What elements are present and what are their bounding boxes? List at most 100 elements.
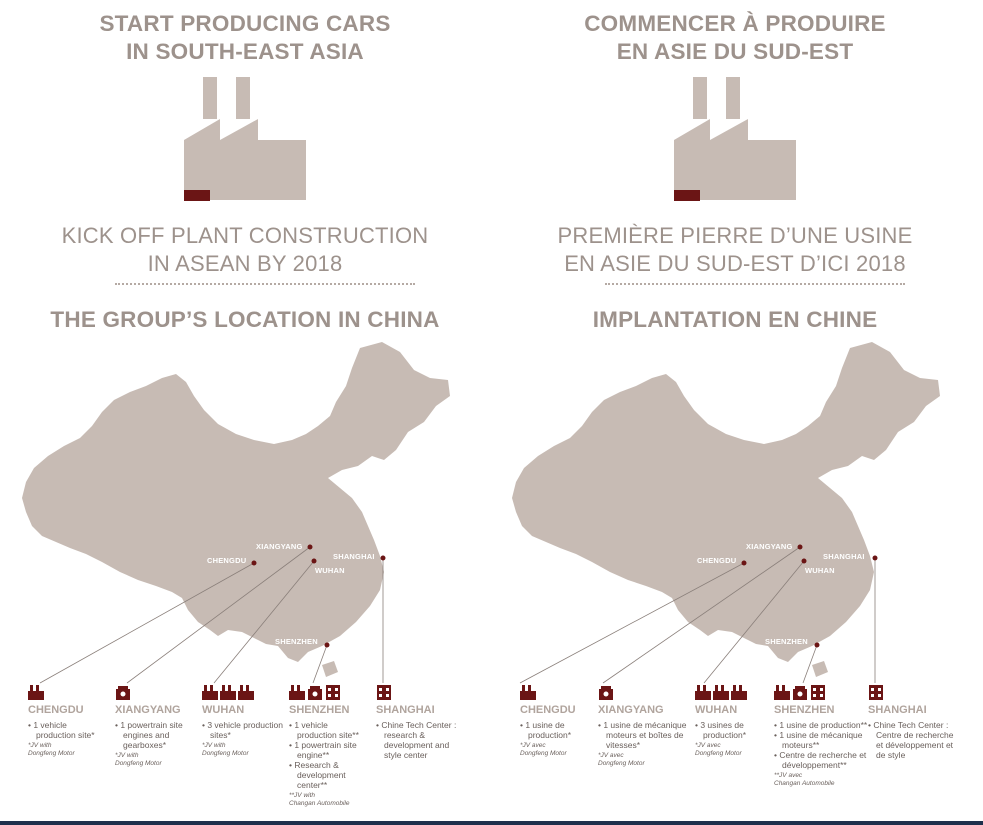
city-name: CHENGDU <box>28 704 84 716</box>
subheadline-line-1: PREMIÈRE PIERRE D’UNE USINE <box>557 223 913 248</box>
engine-icon <box>115 683 197 700</box>
dotted-divider <box>115 283 415 285</box>
city-column-shenzhen: SHENZHEN • 1 usine de production** • 1 u… <box>774 683 868 788</box>
city-column-chengdu: CHENGDU • 1 usine de production* *JV ave… <box>520 683 596 758</box>
bullet: • Centre de recherche et développement** <box>774 750 867 770</box>
headline-line-1: START PRODUCING CARS <box>99 11 391 36</box>
engine-icon <box>598 683 692 700</box>
city-column-wuhan: WUHAN • 3 vehicle production sites* *JV … <box>202 683 284 758</box>
china-map <box>22 342 450 677</box>
french-panel: COMMENCER À PRODUIRE EN ASIE DU SUD-EST … <box>490 0 980 825</box>
city-name: SHENZHEN <box>289 704 350 716</box>
bullet: • 1 usine de production** <box>774 720 868 730</box>
map-label-chengdu: CHENGDU <box>697 556 737 565</box>
city-name: SHENZHEN <box>774 704 835 716</box>
map-connector-lines <box>519 544 878 684</box>
subheadline-line-2: IN ASEAN BY 2018 <box>147 251 343 276</box>
bullet: • 1 usine de mécanique moteurs et boîtes… <box>598 720 687 750</box>
english-panel: START PRODUCING CARS IN SOUTH-EAST ASIA … <box>0 0 490 825</box>
city-name: SHANGHAI <box>868 704 927 716</box>
shenzhen-marker <box>324 642 330 648</box>
china-map <box>512 342 940 677</box>
city-column-xiangyang: XIANGYANG • 1 usine de mécanique moteurs… <box>598 683 692 768</box>
subheadline-line-1: KICK OFF PLANT CONSTRUCTION <box>61 223 429 248</box>
shanghai-marker <box>872 555 878 561</box>
chengdu-marker <box>741 560 747 566</box>
city-description: • 1 vehicle production site* <box>28 720 108 740</box>
bullet: • 3 usines de production* <box>695 720 747 740</box>
subheadline: KICK OFF PLANT CONSTRUCTION IN ASEAN BY … <box>0 222 490 278</box>
map-label-wuhan: WUHAN <box>805 566 835 575</box>
city-name: CHENGDU <box>520 704 576 716</box>
city-column-shanghai: SHANGHAI • Chine Tech Center : research … <box>376 683 466 760</box>
factory-small-icon <box>28 683 108 700</box>
city-description: • 1 usine de production* <box>520 720 596 740</box>
location-title: THE GROUP’S LOCATION IN CHINA <box>50 307 440 332</box>
bullet: • 3 vehicle production sites* <box>202 720 283 740</box>
city-column-chengdu: CHENGDU • 1 vehicle production site* *JV… <box>28 683 108 758</box>
bullet: • Chine Tech Center : Centre de recherch… <box>868 720 954 760</box>
chengdu-marker <box>251 560 257 566</box>
wuhan-marker <box>801 558 807 564</box>
map-label-shenzhen: SHENZHEN <box>275 637 318 646</box>
bullet: • 1 usine de mécanique moteurs** <box>774 730 863 750</box>
city-name: WUHAN <box>202 704 245 716</box>
location-title: IMPLANTATION EN CHINE <box>592 307 878 332</box>
factory-engine-research-icons <box>774 683 868 700</box>
factory-small-icons <box>202 683 284 700</box>
city-column-xiangyang: XIANGYANG • 1 powertrain site engines an… <box>115 683 197 768</box>
city-column-shanghai: SHANGHAI • Chine Tech Center : Centre de… <box>868 683 960 760</box>
research-building-icon <box>868 683 960 700</box>
city-column-wuhan: WUHAN • 3 usines de production* *JV avec… <box>695 683 771 758</box>
dotted-divider <box>605 283 905 285</box>
city-description: • Chine Tech Center : research & develop… <box>376 720 466 760</box>
city-description: • 3 vehicle production sites* <box>202 720 284 740</box>
shanghai-marker <box>380 555 386 561</box>
map-label-wuhan: WUHAN <box>315 566 345 575</box>
map-label-shanghai: SHANGHAI <box>823 552 865 561</box>
headline-line-2: IN SOUTH-EAST ASIA <box>126 39 364 64</box>
city-description: • 3 usines de production* <box>695 720 771 740</box>
factory-small-icons <box>695 683 771 700</box>
city-description: • 1 vehicle production site** • 1 powert… <box>289 720 369 790</box>
city-details: CHENGDU • 1 usine de production* *JV ave… <box>490 683 980 823</box>
city-column-shenzhen: SHENZHEN • 1 vehicle production site** •… <box>289 683 369 808</box>
city-description: • 1 usine de production** • 1 usine de m… <box>774 720 868 770</box>
map-label-shenzhen: SHENZHEN <box>765 637 808 646</box>
city-description: • 1 usine de mécanique moteurs et boîtes… <box>598 720 692 750</box>
headline: START PRODUCING CARS IN SOUTH-EAST ASIA <box>0 10 490 66</box>
map-connector-lines <box>39 544 386 684</box>
factory-icon <box>674 77 796 201</box>
map-label-xiangyang: XIANGYANG <box>256 542 303 551</box>
bullet: • 1 powertrain site engine** <box>289 740 357 760</box>
city-details: CHENGDU • 1 vehicle production site* *JV… <box>0 683 490 823</box>
city-description: • 1 powertrain site engines and gearboxe… <box>115 720 197 750</box>
bullet: • Chine Tech Center : research & develop… <box>376 720 457 760</box>
bullet: • 1 powertrain site engines and gearboxe… <box>115 720 183 750</box>
city-description: • Chine Tech Center : Centre de recherch… <box>868 720 960 760</box>
subheadline-line-2: EN ASIE DU SUD-EST D’ICI 2018 <box>564 251 906 276</box>
headline-line-1: COMMENCER À PRODUIRE <box>584 11 886 36</box>
shenzhen-marker <box>814 642 820 648</box>
city-name: SHANGHAI <box>376 704 435 716</box>
map-label-shanghai: SHANGHAI <box>333 552 375 561</box>
factory-icon <box>184 77 306 201</box>
wuhan-marker <box>311 558 317 564</box>
research-building-icon <box>376 683 466 700</box>
bullet: • Research & development center** <box>289 760 346 790</box>
bullet: • 1 vehicle production site* <box>28 720 95 740</box>
city-name: WUHAN <box>695 704 738 716</box>
factory-small-icon <box>520 683 596 700</box>
bottom-bar <box>0 821 983 825</box>
xiangyang-marker <box>307 544 313 550</box>
xiangyang-marker <box>797 544 803 550</box>
subheadline: PREMIÈRE PIERRE D’UNE USINE EN ASIE DU S… <box>490 222 980 278</box>
map-label-xiangyang: XIANGYANG <box>746 542 793 551</box>
